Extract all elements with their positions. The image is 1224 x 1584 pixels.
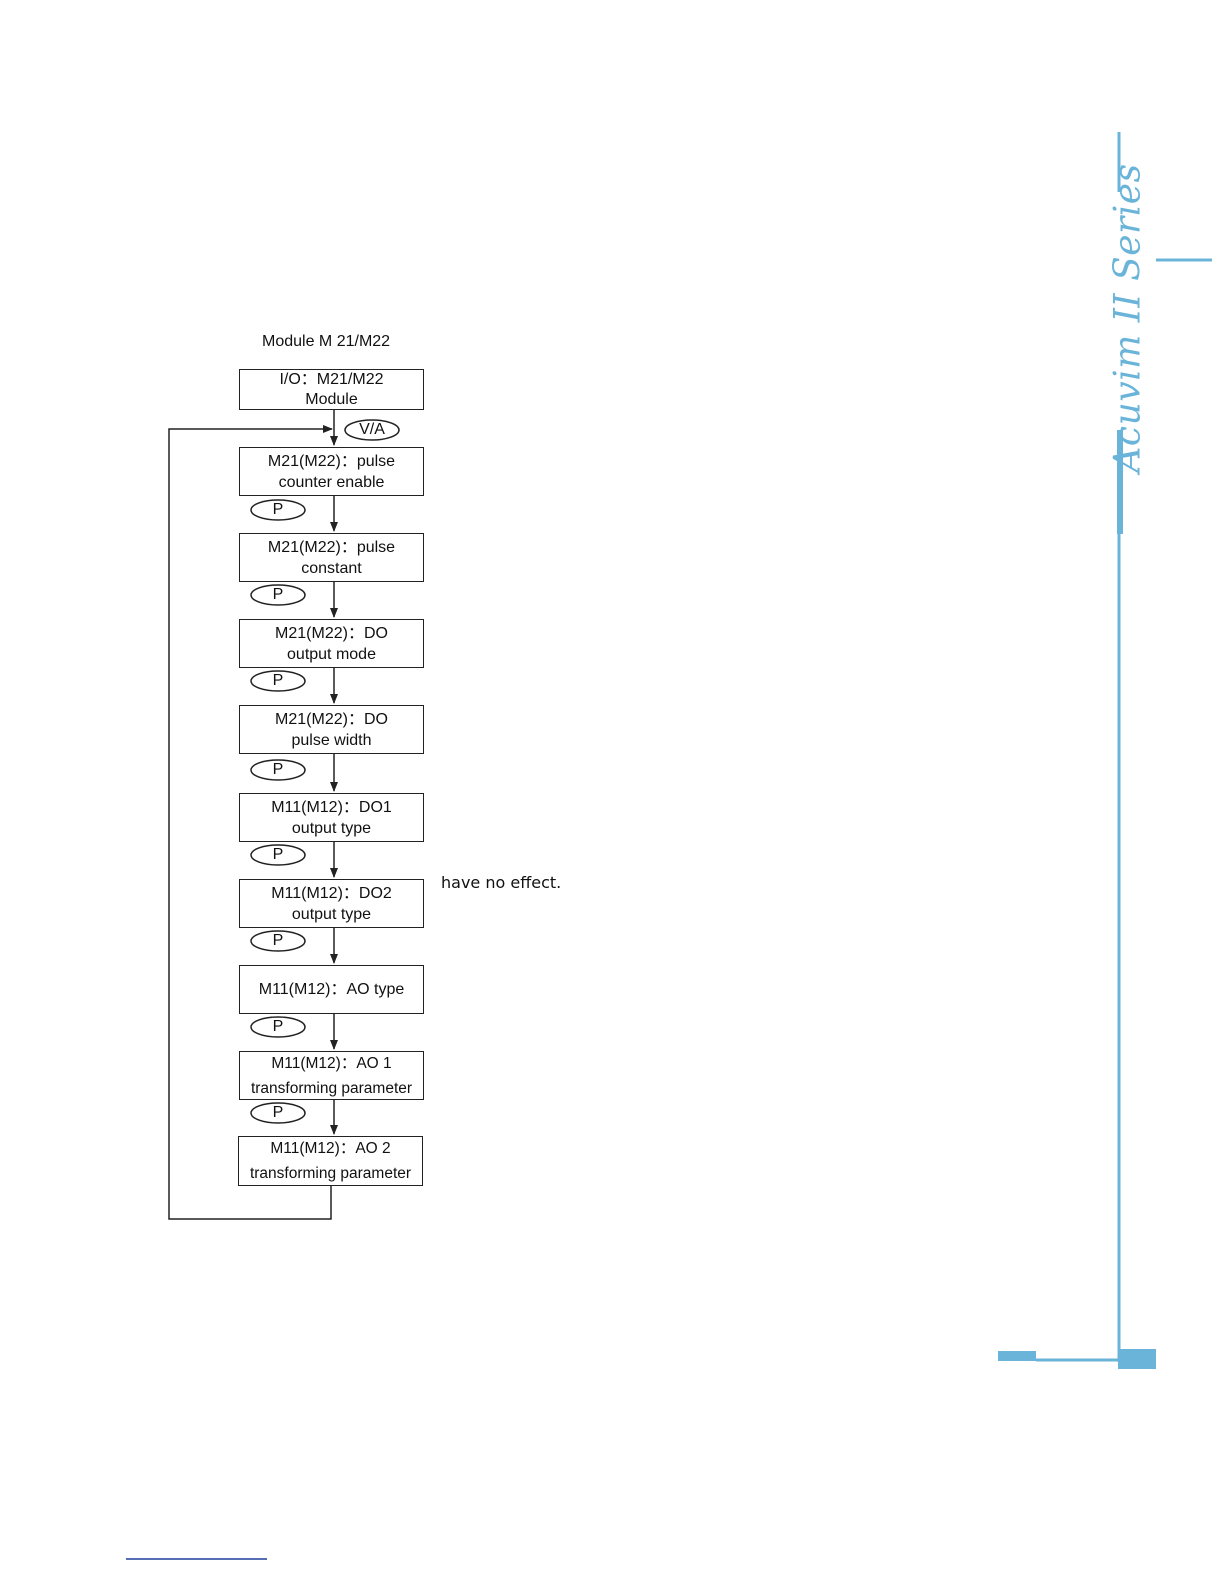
flow-step-box: M11(M12)：AO 1 transforming parameter: [239, 1051, 424, 1100]
flow-box-line1: M21(M22)：pulse: [267, 452, 396, 470]
p-key-label: P: [272, 586, 284, 603]
flow-connectors: [168, 410, 338, 1220]
flow-box-line1: M11(M12)：AO 1: [271, 1054, 392, 1072]
flow-box-line2: output type: [291, 905, 372, 923]
flow-step-box: M11(M12)：DO1 output type: [239, 793, 424, 842]
flow-box-line1: I/O：M21/M22: [279, 370, 384, 388]
flow-step-box: M21(M22)：pulse constant: [239, 533, 424, 582]
flow-step-box: M11(M12)：AO type: [239, 965, 424, 1014]
flow-box-line2: pulse width: [291, 731, 372, 749]
flow-box-line1: M11(M12)：AO type: [258, 981, 405, 998]
p-key-oval: [250, 759, 306, 781]
va-key-oval: [344, 419, 400, 441]
p-key-oval: [250, 499, 306, 521]
footer-bar-left: [998, 1351, 1036, 1361]
flow-box-line1: M11(M12)：DO1: [271, 798, 392, 816]
brand-series-title: Acuvim II Series: [1107, 163, 1149, 473]
flow-start-box: I/O：M21/M22 Module: [239, 369, 424, 410]
flow-box-line2: counter enable: [278, 473, 385, 491]
flow-box-line2: transforming parameter: [250, 1079, 413, 1097]
p-key-label: P: [272, 1104, 284, 1121]
p-key-label: P: [272, 761, 284, 778]
flow-step-box: M21(M22)：DO output mode: [239, 619, 424, 668]
p-key-label: P: [272, 1018, 284, 1035]
side-note-text: have no effect.: [441, 873, 562, 892]
flow-step-box: M11(M12)：AO 2 transforming parameter: [238, 1136, 423, 1186]
flow-box-line1: M21(M22)：pulse: [267, 538, 396, 556]
p-key-oval: [250, 1016, 306, 1038]
p-key-oval: [250, 670, 306, 692]
p-key-oval: [250, 844, 306, 866]
flow-box-line1: M11(M12)：AO 2: [270, 1140, 391, 1157]
footer-page-tab: [1118, 1349, 1156, 1369]
flow-box-line2: constant: [301, 559, 362, 577]
p-key-label: P: [272, 501, 284, 518]
flow-step-box: M21(M22)：DO pulse width: [239, 705, 424, 754]
flow-box-line1: M21(M22)：DO: [275, 624, 388, 642]
p-key-label: P: [272, 932, 284, 949]
flow-box-line2: output mode: [287, 645, 376, 663]
flow-box-line2: Module: [305, 390, 358, 408]
flow-box-line1: M11(M12)：DO2: [271, 884, 392, 902]
margin-bar-thick: [1117, 430, 1123, 534]
flow-box-line2: transforming parameter: [249, 1165, 412, 1182]
flow-box-line2: output type: [291, 819, 372, 837]
va-key-label: V/A: [359, 421, 385, 438]
p-key-oval: [250, 930, 306, 952]
flow-step-box: M11(M12)：DO2 output type: [239, 879, 424, 928]
p-key-label: P: [272, 846, 284, 863]
p-key-label: P: [272, 672, 284, 689]
p-key-oval: [250, 584, 306, 606]
flow-step-box: M21(M22)：pulse counter enable: [239, 447, 424, 496]
p-key-oval: [250, 1102, 306, 1124]
flow-box-line1: M21(M22)：DO: [275, 710, 388, 728]
diagram-title: Module M 21/M22: [262, 333, 391, 350]
